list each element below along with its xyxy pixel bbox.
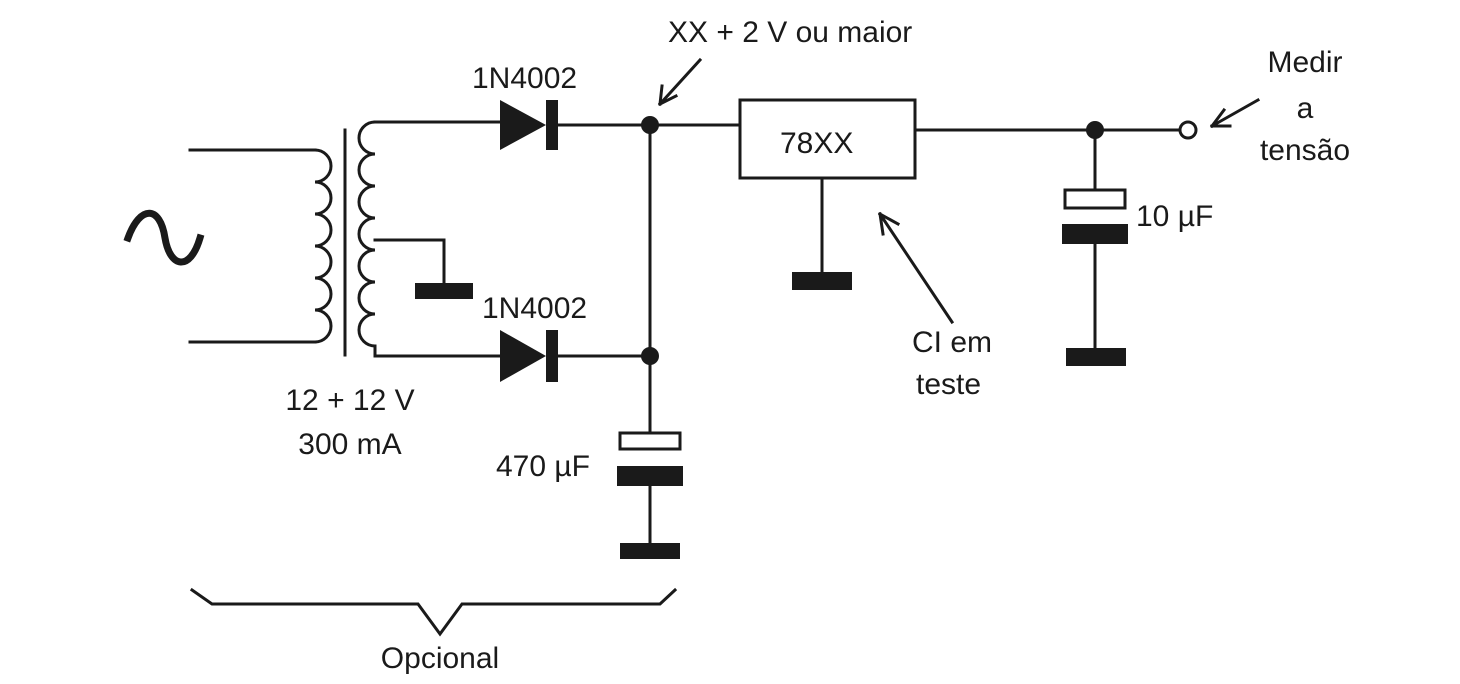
- diode-top-bar: [546, 100, 558, 150]
- ac-source-symbol: [123, 209, 205, 266]
- cap-470-ground: [620, 543, 680, 559]
- arrow-measure: [1209, 97, 1261, 129]
- cap-470-plate-positive: [618, 431, 682, 451]
- junction-top: [641, 116, 659, 134]
- measure-label-line3: tensão: [1259, 134, 1351, 167]
- diode-top-label: 1N4002: [472, 62, 578, 95]
- arrow-ic-in-test: [877, 211, 955, 325]
- secondary-winding: [357, 120, 377, 348]
- arrow-voltage-note: [657, 57, 703, 107]
- voltage-note-label: XX + 2 V ou maior: [668, 16, 913, 49]
- center-tap-wire: [373, 238, 446, 285]
- cap-470-plate-negative: [617, 466, 683, 486]
- ic-label-line2: teste: [916, 368, 982, 401]
- regulator-ground: [792, 272, 852, 290]
- measure-label-line1: Medir: [1267, 46, 1343, 79]
- cap-10-ground: [1066, 348, 1126, 366]
- junction-bottom: [641, 347, 659, 365]
- diode-bottom-symbol: [500, 330, 546, 382]
- primary-winding: [313, 148, 333, 344]
- measure-label-line2: a: [1296, 92, 1314, 125]
- optional-label: Opcional: [380, 642, 500, 675]
- diode-bottom-label: 1N4002: [482, 292, 588, 325]
- output-terminal: [1178, 120, 1198, 140]
- transformer-label-line1: 12 + 12 V: [285, 384, 415, 417]
- regulator-box: [738, 98, 917, 180]
- cap-10-plate-negative: [1062, 224, 1128, 244]
- cap-output-label: 10 µF: [1136, 200, 1214, 233]
- diode-top-symbol: [500, 100, 546, 150]
- center-tap-ground: [415, 283, 473, 299]
- optional-brace: [189, 587, 678, 637]
- diode-bottom-bar: [546, 330, 558, 382]
- ic-label-line1: CI em: [912, 326, 993, 359]
- regulator-label: 78XX: [780, 127, 854, 160]
- cap-filter-label: 470 µF: [496, 450, 590, 483]
- transformer-label-line2: 300 mA: [298, 428, 402, 461]
- cap-10-plate-positive: [1063, 188, 1127, 210]
- secondary-bottom-lead: [373, 344, 502, 358]
